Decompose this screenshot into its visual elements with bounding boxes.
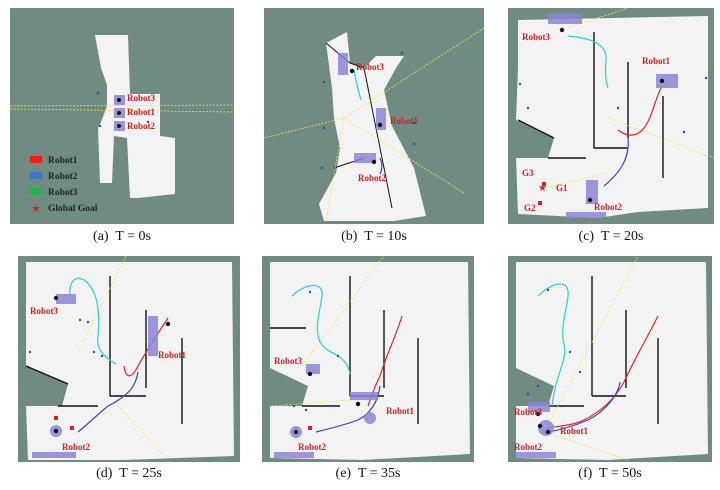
robot1-label: Robot1 [642,56,671,66]
robot1-label: Robot1 [560,426,589,436]
obstacle-dots [526,288,582,396]
path-robot3 [69,277,117,365]
robot2-label: Robot2 [298,442,327,452]
free-space [516,262,708,460]
laser-lines [543,256,639,461]
star-icon: ★ [31,203,41,215]
goal-marker [308,426,312,430]
caption-d: (d) T = 25s [96,466,162,481]
robot2-label: Robot2 [594,202,623,212]
robot3-label: Robot3 [522,32,551,42]
path-robot3 [353,69,362,101]
goal-marker [542,182,546,186]
legend-label-global-goal: Global Goal [48,204,98,214]
legend-label-robot3: Robot3 [48,188,78,198]
robot-marker [516,402,556,458]
robot3-label: Robot3 [356,62,385,72]
robot2-label: Robot2 [127,121,156,131]
panel-e: Robot3 Robot1 Robot2 [262,256,474,462]
path-robot2 [547,381,621,433]
robot3-label: Robot3 [514,407,543,417]
map-d: Robot3 Robot1 Robot2 [18,256,240,462]
obstacle-dots [320,51,416,170]
laser-line [10,104,234,107]
free-space [319,32,426,221]
laser-lines [543,8,714,189]
goal-label-g1: G1 [556,183,568,193]
path-robot3 [567,35,609,89]
caption-f: (f) T = 50s [578,466,642,481]
caption-b: (b) T = 10s [341,229,407,244]
caption-c: (c) T = 20s [578,229,644,244]
robot-marker [274,364,378,458]
robot2-label: Robot2 [358,173,387,183]
robot1-label: Robot1 [390,116,419,126]
path-robot2 [77,371,139,433]
panel-a: Robot3 Robot1 Robot2 Robot1 Robot2 Robot… [10,8,234,224]
map-a: Robot3 Robot1 Robot2 Robot1 Robot2 Robot… [10,8,234,224]
robot3-label: Robot3 [127,93,156,103]
path-robot3 [537,283,569,407]
path-robot2 [379,157,383,175]
panel-d: Robot3 Robot1 Robot2 [18,256,240,462]
path-robot1 [617,85,663,136]
robot2-label: Robot2 [62,442,91,452]
legend-label-robot2: Robot2 [48,172,78,182]
obstacle-dots [518,76,708,134]
goal-marker [538,201,542,205]
goal-marker [54,416,58,420]
obstacle-dots [96,91,150,128]
laser-lines [77,256,169,461]
robot-marker [32,294,171,458]
legend: Robot1 Robot2 Robot3 ★ Global Goal [30,156,98,215]
map-e: Robot3 Robot1 Robot2 [262,256,474,462]
wall [363,67,393,209]
robot3-label: Robot3 [30,306,59,316]
free-space [516,16,708,218]
panel-c: ★ Robot3 Robot1 Robot2 G3 G1 G2 [508,8,714,224]
goal-label-g2: G2 [524,203,536,213]
goal-star-icon: ★ [538,183,547,194]
map-b: Robot3 Robot1 Robot2 [264,8,484,224]
legend-label-robot1: Robot1 [48,156,78,166]
wall [325,42,365,69]
caption-e: (e) T = 35s [335,466,401,481]
path-robot2 [603,137,629,187]
legend-swatch-robot2 [30,172,42,179]
robot-marker [338,53,386,165]
legend-swatch-robot3 [30,188,42,195]
walls [517,32,664,178]
robot2-label: Robot2 [514,442,543,452]
map-f: Robot3 Robot1 Robot2 [508,256,712,462]
panel-b: Robot3 Robot1 Robot2 [264,8,484,224]
panel-f: Robot3 Robot1 Robot2 [508,256,712,462]
walls [548,276,659,424]
laser-lines [264,27,484,221]
goal-label-g3: G3 [522,168,534,178]
map-c: ★ Robot3 Robot1 Robot2 G3 G1 G2 [508,8,714,224]
free-space [270,262,470,460]
walls [25,276,183,424]
obstacle-dots [28,318,104,358]
robot3-label: Robot3 [274,356,303,366]
legend-swatch-robot1 [30,156,42,163]
laser-lines [271,256,385,407]
robot1-label: Robot1 [386,406,415,416]
obstacle-dots [292,290,340,412]
path-robot3 [291,284,351,375]
robot1-label: Robot1 [158,350,187,360]
free-space [95,35,175,198]
caption-a: (a) T = 0s [93,229,151,244]
robot-marker [548,14,678,218]
path-robot1 [123,317,169,377]
robot1-label: Robot1 [127,107,156,117]
goal-marker [70,426,74,430]
robot-marker [114,95,125,131]
